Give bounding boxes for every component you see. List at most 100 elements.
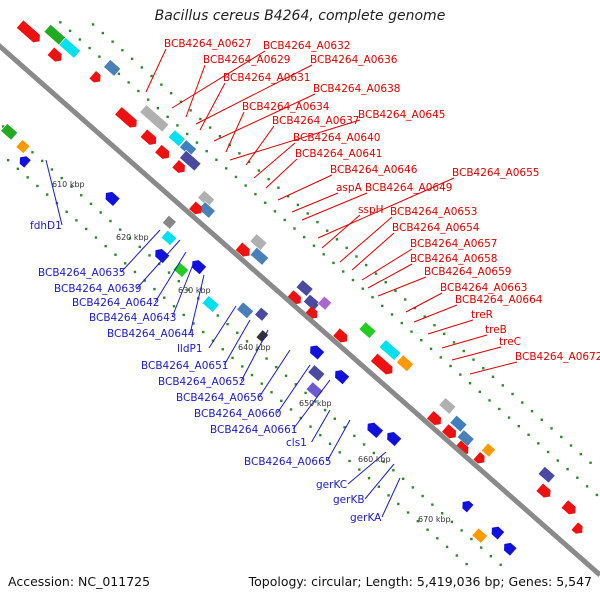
tick-dot	[406, 511, 410, 514]
leader-line	[189, 274, 205, 334]
gene-arrow	[367, 422, 384, 439]
gene-box	[480, 442, 496, 458]
tick-dot	[335, 238, 339, 241]
tick-dot	[400, 321, 403, 325]
tick-dot	[117, 72, 121, 76]
gene-box	[179, 149, 202, 172]
tick-dot	[265, 357, 268, 360]
leader-line	[245, 125, 275, 166]
tick-dot	[306, 212, 309, 215]
leader-line	[321, 214, 361, 249]
tick-dot	[284, 374, 288, 377]
tick-dot	[148, 254, 151, 257]
gene-arrow	[235, 242, 250, 257]
tick-dot	[138, 245, 141, 249]
gene-label: BCB4264_A0632	[263, 40, 350, 52]
tick-dot	[59, 21, 62, 24]
tick-dot	[260, 382, 263, 385]
tick-dot	[517, 424, 521, 428]
gene-label: BCB4264_A0643	[89, 312, 176, 324]
gene-arrow	[115, 106, 137, 128]
gene-label: gerKA	[350, 512, 382, 524]
gene-label: BCB4264_A0653	[390, 206, 477, 218]
tick-dot	[16, 167, 20, 170]
tick-dot	[332, 261, 335, 265]
gene-arrow	[335, 370, 350, 385]
gene-label: BCB4264_A0665	[244, 456, 331, 468]
gene-box	[15, 139, 31, 154]
gene-arrow	[89, 71, 101, 83]
tick-dot	[537, 442, 540, 445]
tick-dot	[143, 279, 146, 282]
tick-dot	[491, 375, 495, 378]
tick-dot	[595, 493, 599, 497]
tick-dot	[416, 519, 420, 523]
leader-line	[154, 251, 187, 303]
tick-dot	[452, 341, 456, 344]
tick-dot	[521, 401, 524, 404]
leader-line	[427, 319, 474, 335]
tick-dot	[338, 451, 341, 454]
gene-label: BCB4264_A0659	[424, 266, 511, 278]
tick-dot	[187, 288, 190, 291]
leader-line	[45, 159, 63, 226]
tick-dot	[109, 219, 112, 223]
tick-dot	[182, 313, 185, 317]
leader-line	[120, 229, 161, 273]
leader-line	[413, 304, 458, 323]
gene-label: BCB4264_A0664	[455, 294, 543, 306]
tick-dot	[439, 356, 442, 359]
scale-tick-label: 620 kbp	[116, 233, 149, 242]
gene-arrow	[155, 144, 170, 159]
tick-dot	[6, 158, 10, 162]
leader-line	[451, 346, 502, 361]
tick-dot	[124, 262, 127, 265]
tick-dot	[377, 485, 381, 488]
tick-dot	[440, 512, 444, 515]
tick-dot	[589, 461, 592, 464]
tick-dot	[560, 435, 563, 439]
tick-dot	[316, 220, 319, 224]
gene-label: BCB4264_A0637	[272, 115, 359, 127]
genome-backbone	[0, 43, 600, 577]
leader-line	[136, 239, 181, 289]
leader-line	[213, 93, 316, 142]
scale-tick-label: 630 kbp	[178, 286, 211, 295]
gene-box	[0, 122, 19, 141]
tick-dot	[153, 287, 156, 291]
tick-dot	[189, 109, 192, 112]
tick-dot	[479, 546, 483, 549]
tick-dot	[566, 467, 569, 471]
tick-dot	[527, 433, 530, 436]
tick-dot	[498, 407, 501, 411]
gene-label: cls1	[286, 437, 307, 449]
leader-line	[317, 177, 455, 239]
tick-dot	[211, 339, 215, 342]
tick-dot	[410, 330, 413, 333]
gene-box	[471, 527, 488, 544]
leader-line	[326, 419, 351, 462]
gene-arrow	[473, 452, 485, 464]
tick-dot	[472, 358, 475, 361]
tick-dot	[367, 476, 371, 480]
genome-info-text: Topology: circular; Length: 5,419,036 bp…	[248, 574, 592, 589]
tick-dot	[236, 331, 239, 334]
tick-dot	[450, 520, 454, 524]
tick-dot	[226, 322, 229, 326]
tick-dot	[470, 537, 473, 541]
tick-dot	[156, 107, 160, 110]
gene-label: BCB4264_A0649	[365, 182, 452, 194]
tick-dot	[101, 31, 105, 35]
gene-label: gerKC	[316, 479, 347, 491]
tick-dot	[127, 81, 130, 84]
tick-dot	[374, 272, 378, 275]
gene-box	[378, 339, 402, 361]
tick-dot	[263, 201, 267, 204]
tick-dot	[98, 55, 101, 58]
leader-line	[364, 463, 395, 500]
tick-dot	[413, 306, 417, 310]
tick-dot	[150, 74, 153, 78]
tick-dot	[275, 365, 278, 369]
tick-dot	[114, 253, 117, 256]
